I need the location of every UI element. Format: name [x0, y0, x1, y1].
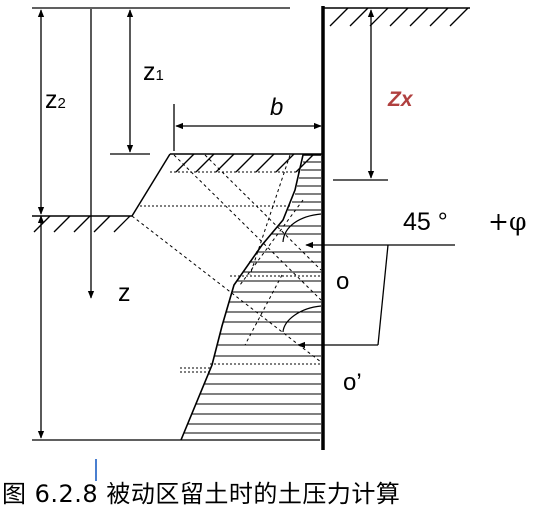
zx-label: Zx	[387, 88, 414, 111]
o-label: o	[336, 268, 349, 295]
z1-label: z1	[143, 58, 164, 86]
z2-label: z2	[45, 86, 66, 114]
dotted-slip-lines	[131, 154, 322, 363]
text-cursor	[95, 459, 97, 481]
pressure-hatch-lines	[184, 161, 321, 434]
excavation-ground-hatch	[33, 215, 131, 233]
figure-caption: 图 6.2.8 被动区留土时的土压力计算	[2, 480, 401, 506]
berm-top-hatch	[175, 153, 315, 173]
angle-arc-upper	[282, 213, 322, 243]
earth-pressure-diagram: z1 z2 z b Zx 45 ° +φ o o’	[32, 6, 526, 450]
o-prime-label: o’	[343, 369, 362, 396]
o-connector-line	[377, 244, 389, 346]
z-label: z	[118, 279, 131, 307]
b-label: b	[270, 94, 283, 121]
berm-slope	[131, 153, 171, 217]
right-ground-hatch	[329, 7, 469, 27]
pressure-diagram-outline	[180, 154, 321, 441]
angle-label: 45 °	[403, 208, 448, 236]
phi-label: +φ	[488, 207, 526, 236]
angle-arc-lower	[282, 305, 322, 333]
